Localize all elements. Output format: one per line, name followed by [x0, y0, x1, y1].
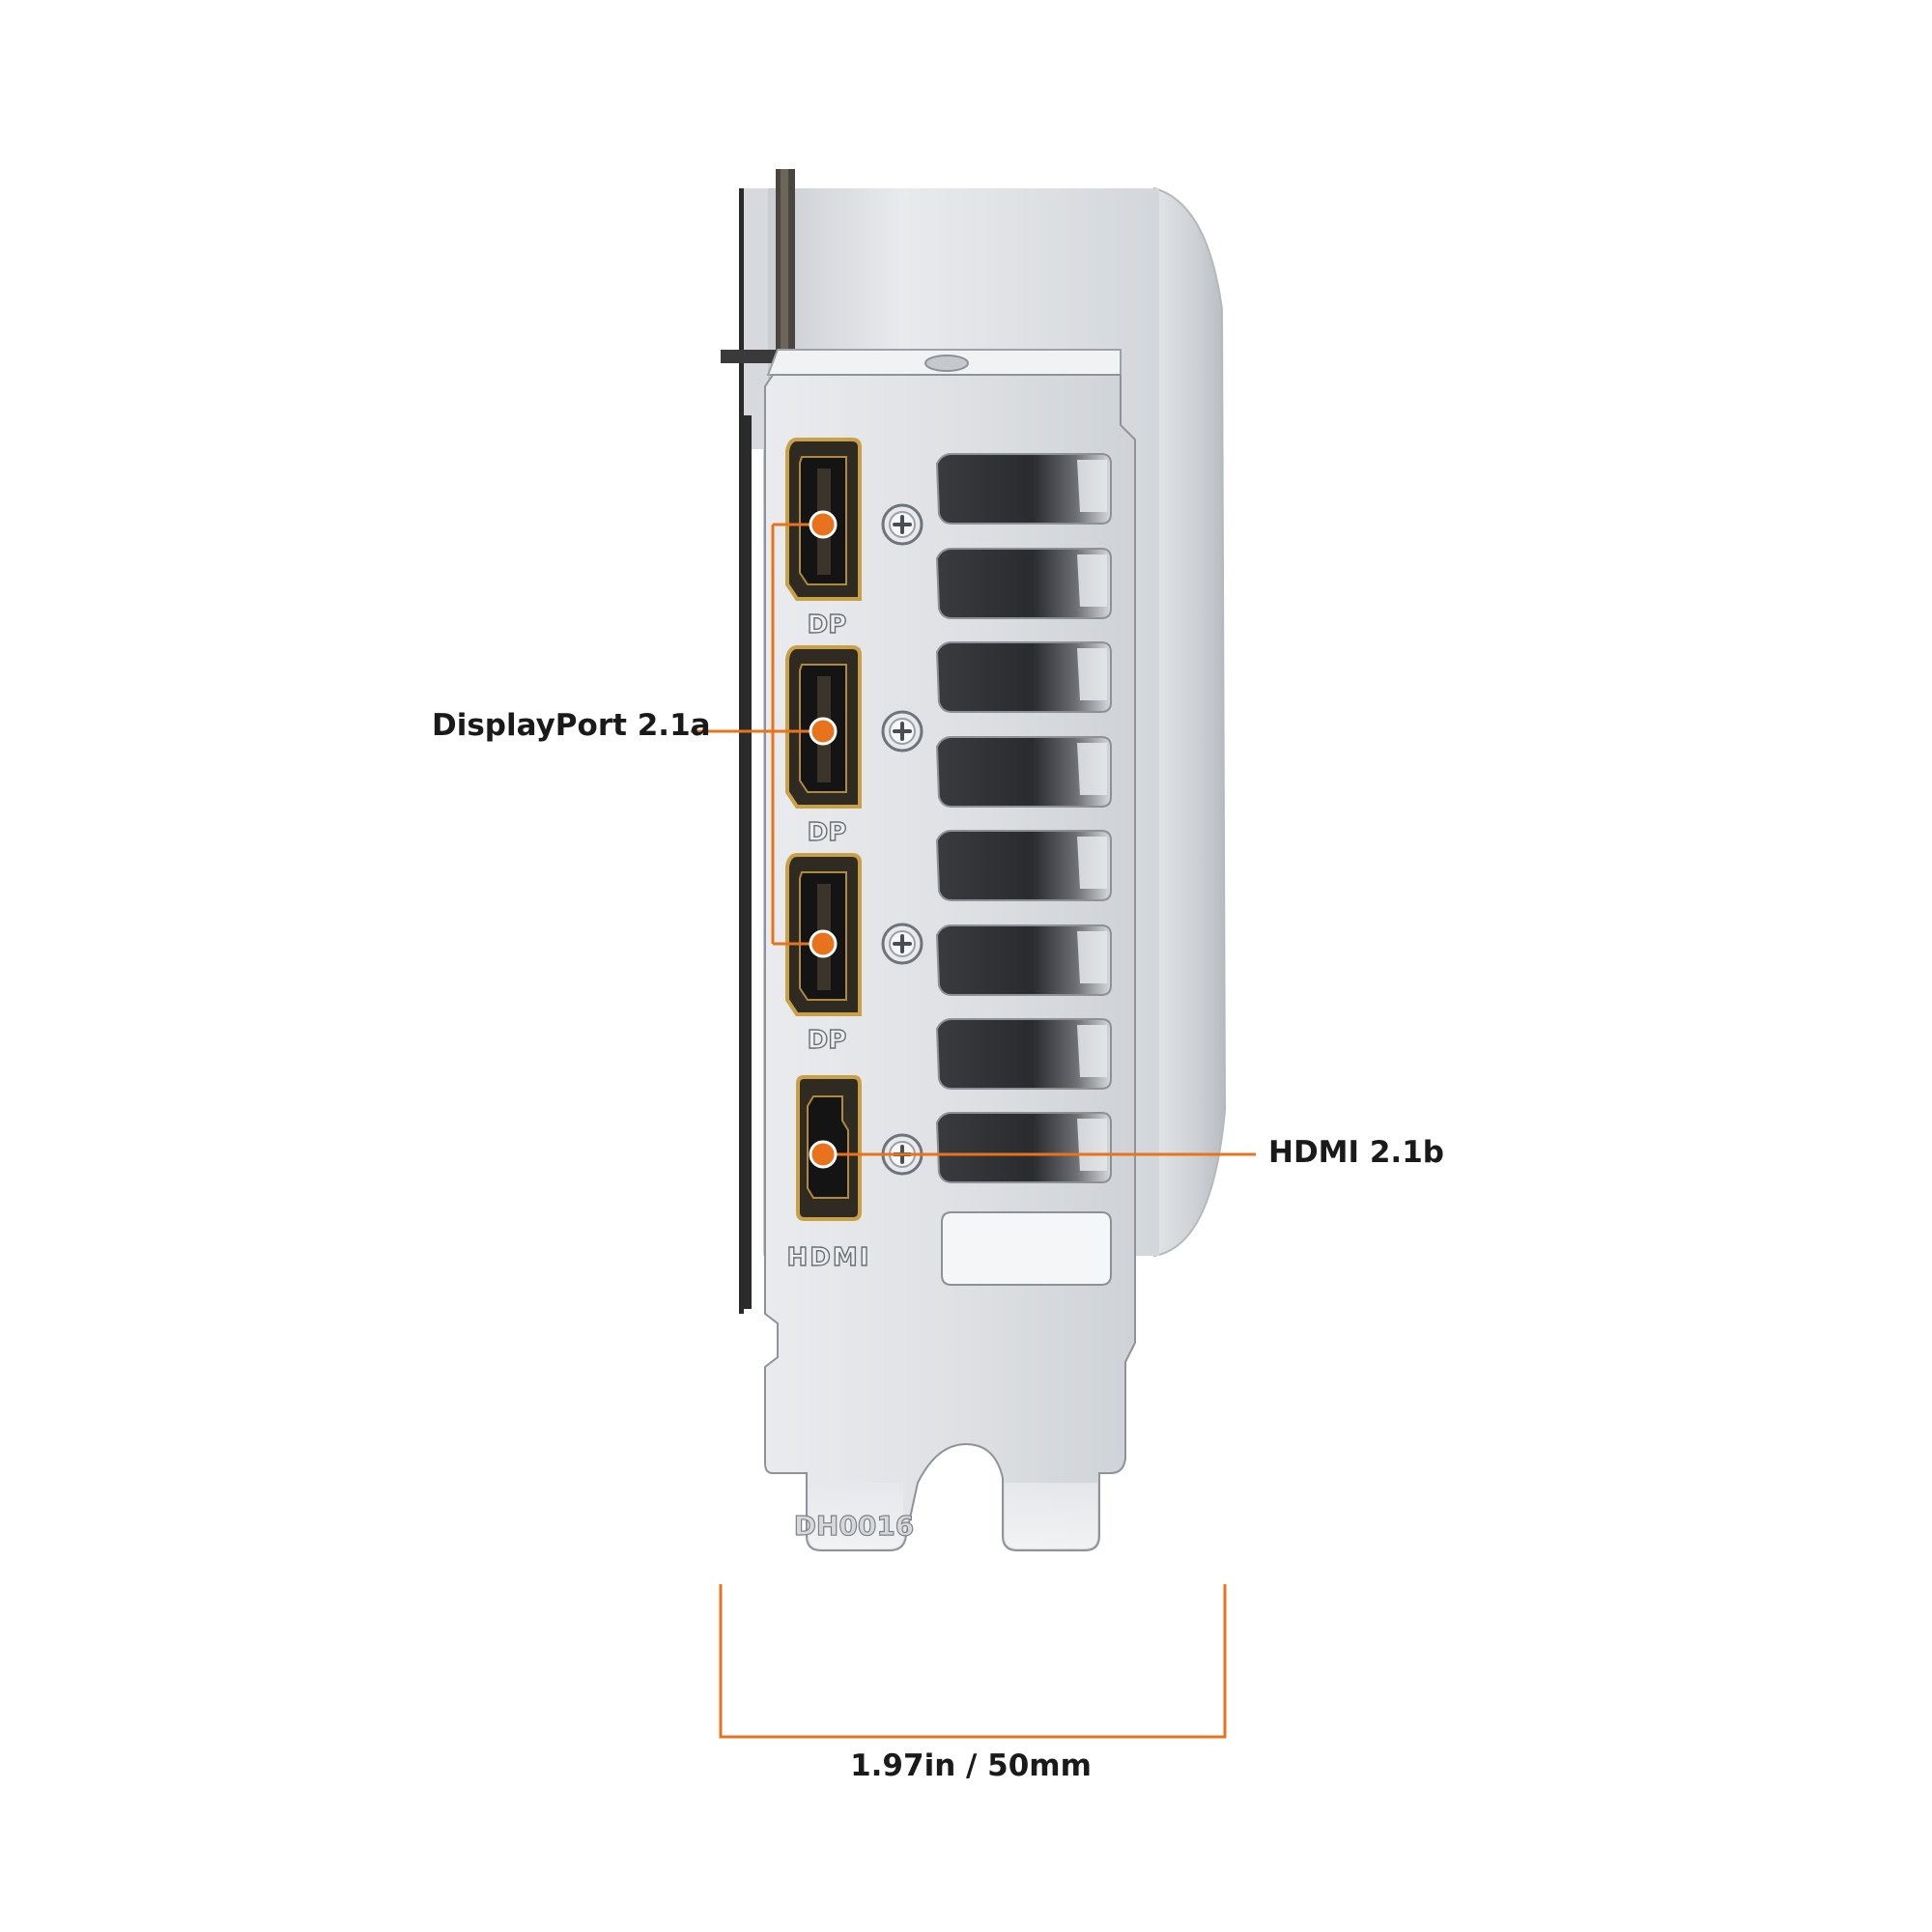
hdmi-port-label: HDMI: [787, 1243, 871, 1272]
dp-port-label: DP: [808, 611, 847, 639]
dimension-label: 1.97in / 50mm: [850, 1748, 1092, 1783]
vent-slot: [935, 924, 1112, 996]
vent-slot: [935, 641, 1112, 713]
vent-slot: [935, 1018, 1112, 1090]
vent-slot: [935, 1112, 1112, 1183]
dp-port-label: DP: [808, 1026, 847, 1055]
hdmi-connector: HDMI: [786, 1075, 871, 1273]
displayport-callout-label: DisplayPort 2.1a: [432, 708, 711, 743]
vent-slot-open: [941, 1211, 1112, 1286]
screw-icon: [881, 503, 923, 546]
dp-port-label: DP: [808, 818, 847, 847]
vent-slot: [935, 453, 1112, 525]
ventilation-slots: [935, 453, 1112, 1286]
bracket-top-fold: [766, 349, 1122, 376]
rear-plate-edge: [721, 169, 795, 1309]
vent-slot: [935, 830, 1112, 901]
callout-dots: [809, 510, 838, 1169]
dp-marker-dot-1: [809, 510, 838, 539]
screw-icon: [881, 923, 923, 965]
vent-slot: [935, 736, 1112, 808]
dp-marker-dot-3: [809, 929, 838, 958]
dp-marker-dot-2: [809, 717, 838, 746]
dimension-bracket: [719, 1584, 1227, 1739]
screw-icon: [881, 710, 923, 753]
hdmi-marker-dot: [809, 1140, 838, 1169]
vent-slot: [935, 548, 1112, 619]
callout-lines: [691, 523, 1256, 1739]
hdmi-callout-label: HDMI 2.1b: [1268, 1135, 1444, 1170]
bracket-marking: DH0016: [794, 1510, 915, 1542]
